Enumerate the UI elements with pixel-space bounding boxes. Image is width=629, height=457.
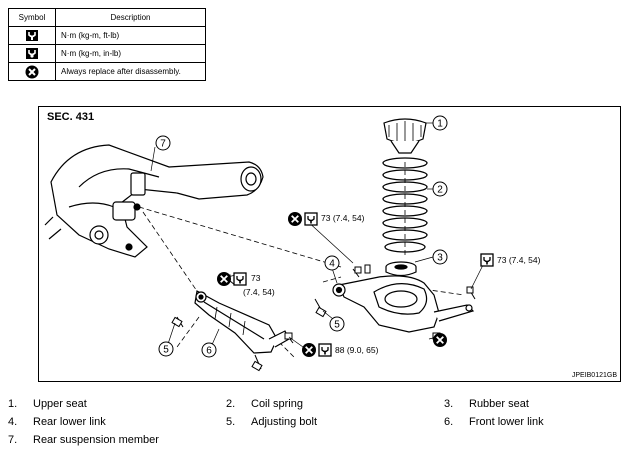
torque-wrench-nm-icon	[304, 212, 318, 226]
callout-7: 7	[155, 135, 171, 151]
legend-description-nm: N·m (kg-m, ft-lb)	[55, 26, 206, 45]
rear-suspension-diagram: 1 2 3 4 5 5 6 7	[38, 106, 621, 382]
section-label: SEC. 431	[47, 111, 95, 123]
svg-text:5: 5	[334, 320, 340, 331]
svg-text:5: 5	[163, 345, 169, 356]
torque-wrench-nm-icon	[26, 30, 38, 41]
always-replace-icon	[25, 65, 39, 78]
always-replace-icon	[216, 271, 232, 287]
coil-spring	[382, 157, 428, 253]
callout-5-left: 5	[158, 341, 174, 357]
callout-1: 1	[432, 115, 448, 131]
torque-spec-rear-link-units: (7.4, 54)	[243, 287, 275, 297]
list-item: 6.Front lower link	[444, 416, 544, 428]
symbol-legend-table: Symbol Description N·m (kg-m, ft-lb) N·m…	[8, 8, 206, 81]
svg-text:6: 6	[206, 346, 212, 357]
always-replace-icon	[287, 211, 303, 227]
callout-5-right: 5	[329, 316, 345, 332]
rear-suspension-member	[44, 144, 264, 258]
list-item: 5.Adjusting bolt	[226, 416, 318, 428]
callout-6: 6	[201, 342, 217, 358]
torque-spec-spring-bolt: 73 (7.4, 54)	[321, 213, 365, 223]
list-item: 7.Rear suspension member	[8, 434, 159, 446]
callout-4: 4	[324, 255, 340, 271]
svg-text:1: 1	[437, 119, 443, 130]
legend-header-description: Description	[55, 8, 206, 27]
list-item: 2.Coil spring	[226, 398, 303, 410]
torque-wrench-inlb-icon	[26, 48, 38, 59]
callout-3: 3	[432, 249, 448, 265]
torque-spec-lower-link: 73 (7.4, 54)	[497, 255, 541, 265]
svg-text:7: 7	[160, 139, 166, 150]
always-replace-icon	[432, 332, 448, 348]
torque-wrench-nm-icon	[318, 343, 332, 357]
legend-description-replace: Always replace after disassembly.	[55, 62, 206, 81]
svg-text:3: 3	[437, 253, 443, 264]
always-replace-icon	[301, 342, 317, 358]
diagram-drawing: 1 2 3 4 5 5 6 7	[44, 115, 494, 372]
torque-wrench-nm-icon	[480, 253, 494, 267]
upper-seat	[383, 118, 427, 154]
svg-text:4: 4	[329, 259, 335, 270]
torque-spec-rear-link-value: 73	[251, 273, 261, 283]
legend-header-symbol: Symbol	[8, 8, 56, 27]
list-item: 4.Rear lower link	[8, 416, 106, 428]
list-item: 1.Upper seat	[8, 398, 87, 410]
legend-description-inlb: N·m (kg-m, in-lb)	[55, 44, 206, 63]
list-item: 3.Rubber seat	[444, 398, 529, 410]
rubber-seat	[385, 261, 417, 277]
torque-wrench-nm-icon	[233, 272, 247, 286]
figure-code: JPEIB0121GB	[571, 372, 617, 379]
front-lower-link	[194, 290, 290, 354]
callout-2: 2	[432, 181, 448, 197]
torque-spec-front-link: 88 (9.0, 65)	[335, 345, 379, 355]
rear-lower-link	[332, 275, 475, 333]
svg-text:2: 2	[437, 185, 443, 196]
